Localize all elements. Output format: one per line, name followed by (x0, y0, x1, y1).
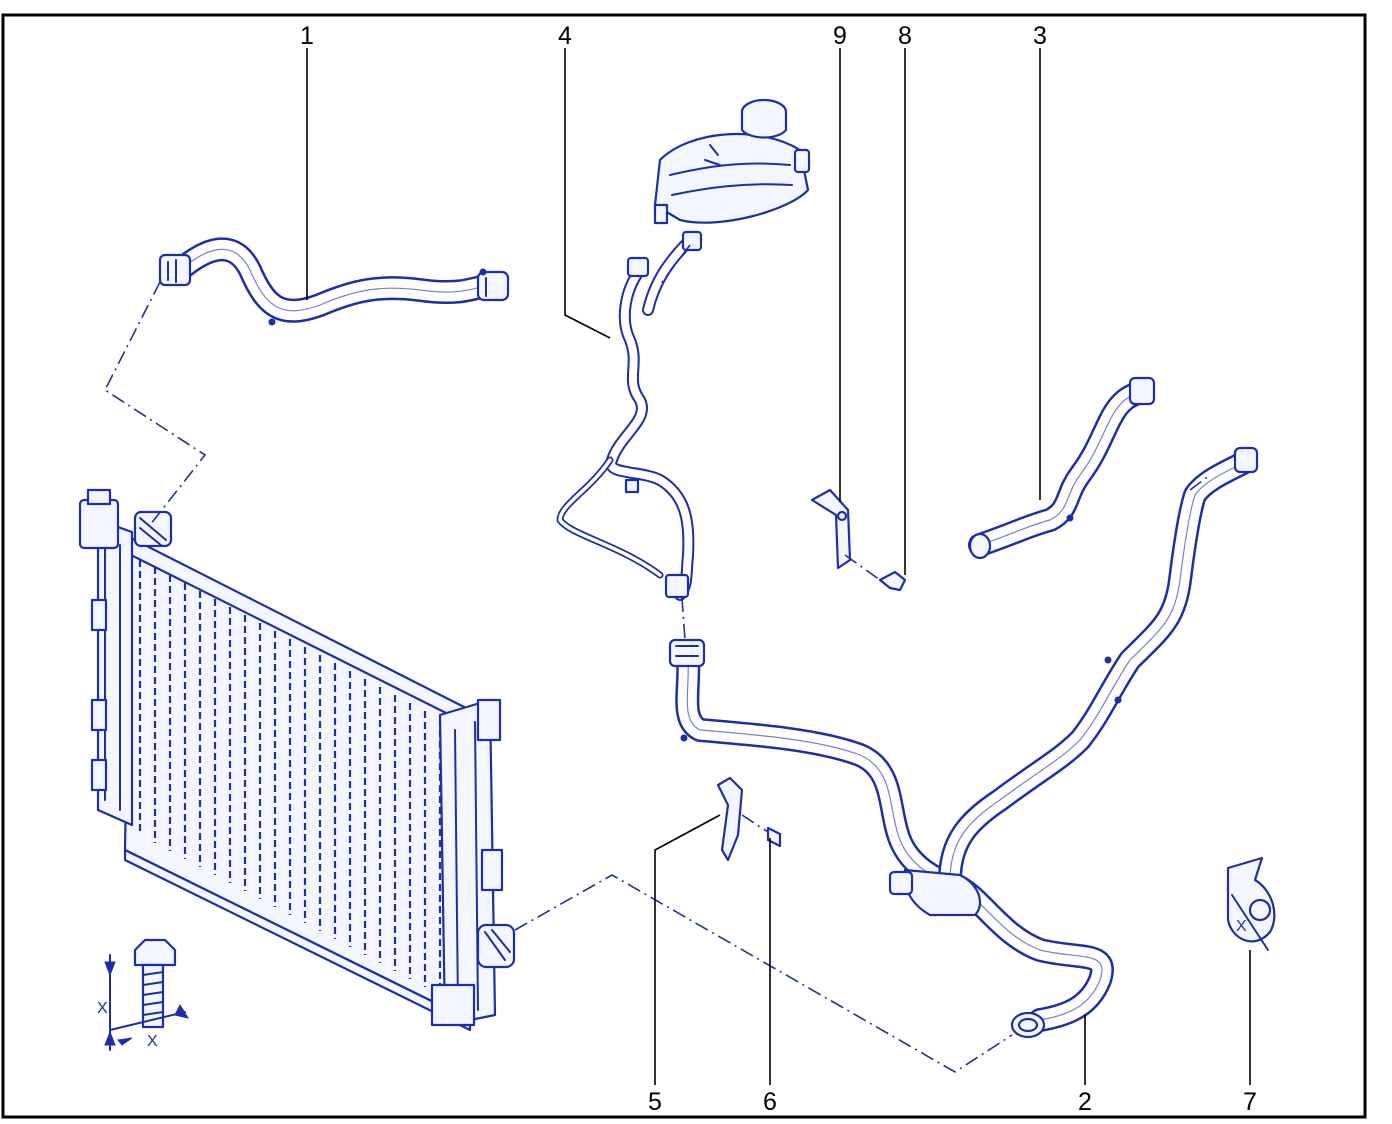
callout-9: 9 (833, 22, 847, 50)
expansion-tank-hose (556, 230, 703, 601)
callout-leaders (306, 48, 1251, 1085)
radiator-fins (138, 560, 442, 995)
clip-dimension-x: X (1236, 918, 1247, 935)
expansion-tank (653, 98, 811, 225)
callout-1: 1 (300, 22, 314, 50)
callout-numbers: 1 4 9 8 3 5 6 2 7 (300, 22, 1257, 1116)
lower-radiator-hose (668, 446, 1259, 1039)
connection-lines (103, 244, 1211, 1073)
callout-6: 6 (763, 1088, 777, 1116)
clip-7: X (1226, 856, 1276, 951)
diagram-frame (1, 13, 1367, 1119)
bolt-8 (844, 554, 907, 592)
bracket-9 (810, 488, 852, 570)
radiator-upper-inlet (78, 488, 173, 550)
radiator-lower-outlet (430, 923, 516, 1027)
bolt-dimension-x-vertical: X (97, 1000, 108, 1017)
bolt-dimension-x-horizontal: X (147, 1033, 158, 1050)
upper-radiator-hose (158, 237, 510, 326)
bracket-5 (716, 776, 744, 862)
heater-hose (968, 376, 1156, 560)
radiator (78, 488, 516, 1032)
callout-4: 4 (558, 22, 572, 50)
callout-8: 8 (898, 22, 912, 50)
callout-2: 2 (1078, 1088, 1092, 1116)
bolt-detail: X X (97, 938, 190, 1051)
callout-3: 3 (1033, 22, 1047, 50)
callout-5: 5 (648, 1088, 662, 1116)
callout-7: 7 (1243, 1088, 1257, 1116)
bolt-6 (741, 814, 782, 848)
